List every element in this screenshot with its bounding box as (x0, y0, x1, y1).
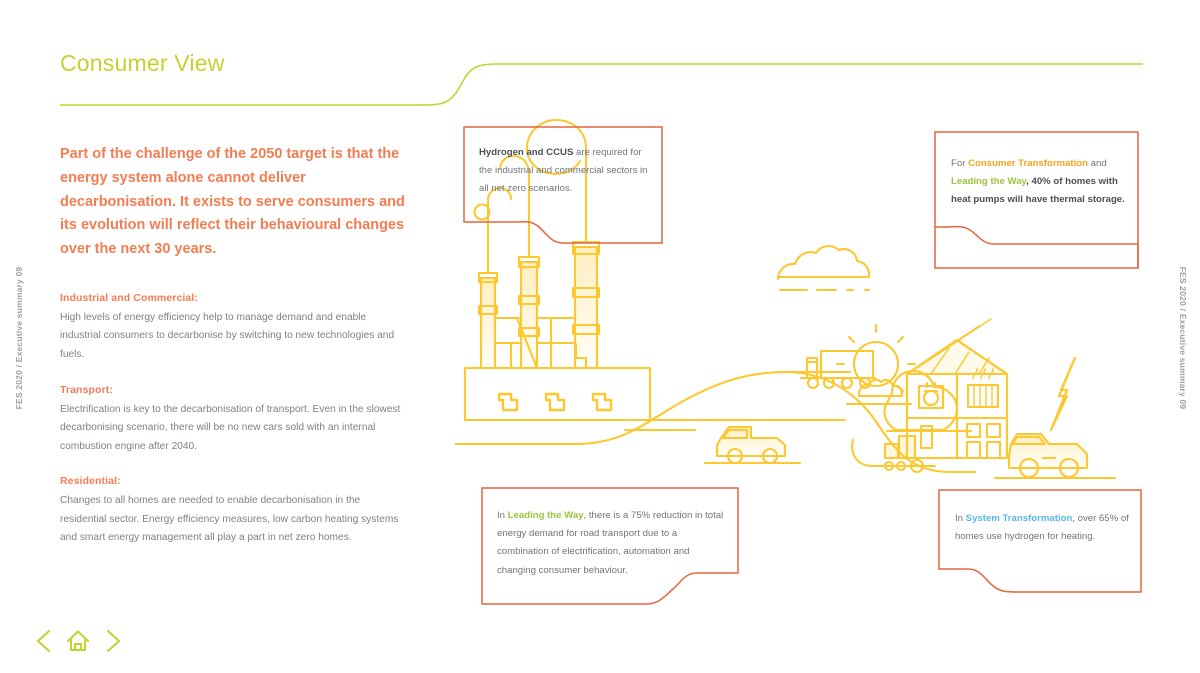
callout-text: In System Transformation, over 65% of ho… (955, 510, 1131, 546)
callout-mid: and (1088, 158, 1107, 169)
section-body: Changes to all homes are needed to enabl… (60, 495, 399, 544)
back-chevron-icon[interactable] (33, 628, 53, 654)
callout-lead: Hydrogen and CCUS (479, 147, 574, 158)
section-transport: Transport: Electrification is key to the… (60, 384, 405, 457)
callout-text: In Leading the Way, there is a 75% reduc… (497, 507, 725, 580)
section-heading: Residential: (60, 475, 121, 488)
scenario-system-transformation: System Transformation (965, 513, 1073, 524)
callout-hydrogen-heating: In System Transformation, over 65% of ho… (938, 489, 1142, 593)
callout-post: , there is a 75% reduction in total ener… (497, 510, 724, 576)
callout-frame (481, 487, 739, 605)
intro-paragraph: Part of the challenge of the 2050 target… (60, 146, 405, 258)
section-heading: Industrial and Commercial: (60, 291, 198, 304)
energy-system-illustration (455, 118, 1117, 480)
side-caption-left: FES 2020 / Executive summary 09 (14, 266, 24, 410)
callout-pre: For (951, 158, 969, 169)
left-column: Part of the challenge of the 2050 target… (60, 143, 405, 567)
home-icon[interactable] (65, 628, 91, 654)
callout-heat-pumps: For Consumer Transformation and Leading … (934, 131, 1139, 269)
callout-hydrogen-ccus: Hydrogen and CCUS are required for the i… (463, 126, 663, 244)
section-heading: Transport: (60, 383, 113, 396)
scenario-leading-the-way: Leading the Way (507, 510, 584, 521)
callout-pre: In (497, 510, 508, 521)
section-body: High levels of energy efficiency help to… (60, 311, 395, 360)
section-residential: Residential: Changes to all homes are ne… (60, 475, 405, 548)
scenario-consumer-transformation: Consumer Transformation (968, 158, 1089, 169)
callout-post: , over 65% of homes use hydrogen for hea… (955, 513, 1129, 543)
callout-text: Hydrogen and CCUS are required for the i… (479, 144, 649, 199)
footer-navigation (33, 628, 123, 654)
side-caption-right: FES 2020 / Executive summary 09 (1178, 266, 1188, 410)
section-body: Electrification is key to the decarbonis… (60, 403, 401, 452)
callout-text: For Consumer Transformation and Leading … (951, 155, 1129, 210)
title-rule (60, 63, 1143, 106)
page-title: Consumer View (60, 50, 225, 76)
callout-post: , 40% of homes with heat pumps will have… (951, 176, 1125, 206)
callout-rest: are required for the industrial and comm… (479, 147, 648, 195)
callout-frame (934, 131, 1139, 269)
callout-road-transport: In Leading the Way, there is a 75% reduc… (481, 487, 739, 605)
callout-frame (938, 489, 1142, 593)
forward-chevron-icon[interactable] (103, 628, 123, 654)
callout-frame (463, 126, 663, 244)
callout-pre: In (955, 513, 966, 524)
scenario-leading-the-way: Leading the Way (951, 176, 1027, 188)
section-industrial-commercial: Industrial and Commercial: High levels o… (60, 292, 405, 365)
